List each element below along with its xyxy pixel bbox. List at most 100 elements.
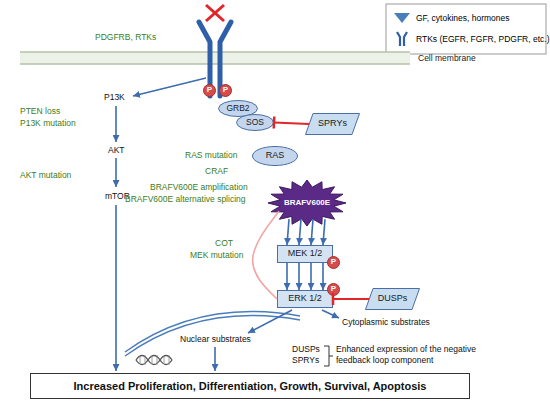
protein-oval: RAS: [252, 146, 298, 166]
kinase-box: MEK 1/2: [277, 245, 333, 263]
receptor-symbol: [397, 32, 407, 46]
nuclear-envelope: [125, 312, 300, 353]
node-text: BRAFV600E: [284, 199, 330, 208]
feedback-curve-path: [253, 211, 279, 299]
pathway-arrow: [214, 347, 216, 371]
activation-arrow-path: [298, 263, 300, 290]
alteration-label: RAS mutation: [185, 150, 237, 161]
legend-frame: [386, 4, 546, 54]
nuclear-envelope: [125, 316, 300, 357]
dna-helix: [136, 356, 172, 365]
node-text: DUSPs: [378, 294, 408, 304]
node-text: RAS: [266, 151, 285, 161]
node-text: P: [223, 86, 228, 95]
pathway-arrow: [248, 310, 292, 333]
node-text: GRB2: [226, 104, 249, 113]
alteration-label: BRAFV600E alternative splicing: [125, 194, 245, 205]
activation-arrow-path: [310, 263, 312, 290]
phospho-circle-shape: [328, 284, 340, 296]
phospho-circle-shape: [204, 85, 216, 97]
block-cross: [206, 5, 224, 21]
inhibitor-box-shape: [366, 289, 420, 310]
feedback-curve: [253, 211, 279, 299]
membrane-line: [20, 51, 410, 53]
inhibitor-box: DUSPs: [365, 288, 420, 310]
node-text: MEK 1/2: [288, 249, 323, 259]
activation-arrow-path: [299, 219, 301, 245]
node-text: P: [207, 86, 212, 95]
activation-arrow: [287, 219, 325, 245]
phospho-circle: P: [327, 256, 340, 269]
inhibition-line-path: [333, 298, 369, 300]
phospho-circle-shape: [220, 85, 232, 97]
membrane-label: Cell membrane: [418, 53, 476, 64]
protein-oval-shape: [219, 101, 258, 117]
legend-swatch: [392, 10, 412, 26]
node-text: P: [331, 285, 336, 294]
phospho-circle-shape: [328, 257, 340, 269]
alteration-label: CRAF: [205, 166, 228, 177]
receptor-symbol: [220, 22, 231, 96]
inhibition-line: [333, 299, 369, 300]
pathway-arrow: [115, 205, 117, 371]
protein-oval-shape: [237, 115, 274, 131]
block-cross: [206, 5, 224, 21]
alteration-label: AKT mutation: [20, 170, 71, 181]
substrate-label: Nuclear substrates: [180, 334, 251, 345]
note-label: Enhanced expression of the negative feed…: [336, 344, 501, 366]
legend-text: GF, cytokines, hormones: [416, 13, 510, 23]
receptor-label: PDGFRB, RTKs: [95, 32, 156, 43]
node-text: SOS: [246, 118, 264, 127]
activation-arrow-path: [286, 263, 288, 290]
activation-arrow-path: [311, 219, 313, 245]
activation-arrow-path: [323, 219, 325, 245]
alteration-label: BRAFV600E amplification: [150, 182, 248, 193]
alteration-label: PTEN loss: [20, 106, 60, 117]
pathway-arrow: [322, 310, 339, 318]
activation-arrow-path: [322, 263, 324, 290]
dna-helix: [136, 356, 172, 365]
legend-text: RTKs (EGFR, FGFR, PDGFR, etc.): [416, 34, 550, 44]
cell-membrane: [20, 52, 410, 64]
legend-row: RTKs (EGFR, FGFR, PDGFR, etc.): [392, 31, 550, 47]
activation-arrow: [287, 263, 323, 290]
pathway-arrow: [115, 158, 117, 187]
kinase-box: ERK 1/2: [277, 290, 333, 308]
outcome-box: Increased Proliferation, Differentiation…: [30, 373, 470, 399]
activation-arrow-path: [287, 219, 289, 245]
dna-helix: [140, 355, 169, 365]
legend-row: GF, cytokines, hormones: [392, 10, 510, 26]
pathway-arrow: [133, 78, 206, 96]
alteration-label: P13K mutation: [20, 118, 76, 129]
ligand-symbol: [394, 13, 410, 23]
inhibition-line-path: [274, 123, 309, 125]
pathway-label: P13K: [104, 92, 125, 103]
kinase-starburst-shape: [268, 180, 346, 226]
membrane-line: [20, 63, 410, 65]
phospho-circle: P: [219, 84, 232, 97]
node-text: Increased Proliferation, Differentiation…: [74, 380, 427, 392]
bracket: [324, 346, 333, 366]
substrate-label: Cytoplasmic substrates: [342, 317, 430, 328]
phospho-circle: P: [327, 283, 340, 296]
pathway-arrow: [115, 106, 117, 142]
protein-oval-shape: [253, 147, 298, 166]
pathway-label: AKT: [108, 145, 125, 156]
alteration-label: COT: [215, 238, 233, 249]
inhibitor-box: SPRYs: [305, 113, 360, 135]
phospho-circle: P: [203, 84, 216, 97]
node-text: ERK 1/2: [288, 294, 322, 304]
node-text: P: [331, 258, 336, 267]
feedback-label: DUSPs: [292, 344, 320, 355]
inhibition-line: [274, 123, 309, 125]
protein-oval: SOS: [236, 114, 274, 131]
node-text: SPRYs: [318, 119, 347, 129]
kinase-starburst: BRAFV600E: [268, 180, 346, 226]
feedback-label: SPRYs: [292, 355, 319, 366]
alteration-label: MEK mutation: [190, 250, 243, 261]
legend-swatch: [392, 31, 412, 47]
inhibitor-box-shape: [306, 114, 360, 135]
